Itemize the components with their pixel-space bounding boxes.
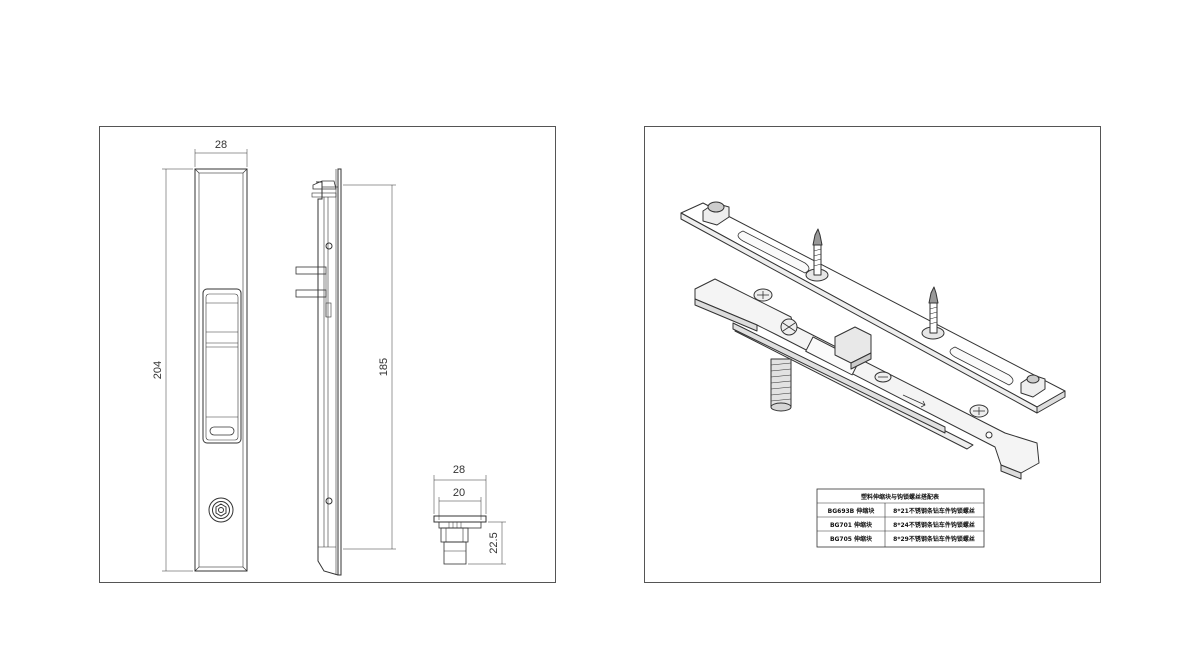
end-inner-width-dimension: 20 [453,487,465,499]
technical-drawing: 28 204 185 28 20 22.5 [152,139,506,576]
body-screw-left [753,288,773,302]
table-cell-screw: 8*29不锈钢条钻车件钩锁螺丝 [893,535,975,543]
side-height-dimension: 185 [378,358,390,376]
threaded-stud [770,358,792,412]
table-cell-model: BG693B 伸缩块 [828,507,876,515]
isometric-view-panel: 塑料伸缩块与钩锁螺丝搭配表 BG693B 伸缩块 8*21不锈钢条钻车件钩锁螺丝… [644,126,1101,583]
table-cell-screw: 8*21不锈钢条钻车件钩锁螺丝 [893,507,975,515]
table-cell-model: BG705 伸缩块 [830,535,873,543]
plate-nut-right [1020,374,1046,398]
isometric-drawing: 塑料伸缩块与钩锁螺丝搭配表 BG693B 伸缩块 8*21不锈钢条钻车件钩锁螺丝… [680,201,1066,548]
plate-nut-left [702,201,730,226]
end-view [433,475,506,565]
technical-drawing-panel: 28 204 185 28 20 22.5 [99,126,556,583]
front-height-dimension: 204 [152,361,164,379]
side-view [295,168,396,576]
end-height-dimension: 22.5 [488,532,500,553]
body-screw-middle [874,371,892,383]
strike-plate [680,202,1066,414]
front-view [162,149,248,572]
table-cell-screw: 8*24不锈钢条钻车件钩锁螺丝 [893,521,975,529]
table-title: 塑料伸缩块与钩锁螺丝搭配表 [861,493,940,501]
screw-left [805,228,829,282]
body-screw-right [969,404,989,418]
pairing-table: 塑料伸缩块与钩锁螺丝搭配表 BG693B 伸缩块 8*21不锈钢条钻车件钩锁螺丝… [816,488,985,548]
front-width-dimension: 28 [215,139,227,151]
screw-right [921,286,945,340]
table-cell-model: BG701 伸缩块 [830,521,873,529]
end-outer-width-dimension: 28 [453,464,465,476]
